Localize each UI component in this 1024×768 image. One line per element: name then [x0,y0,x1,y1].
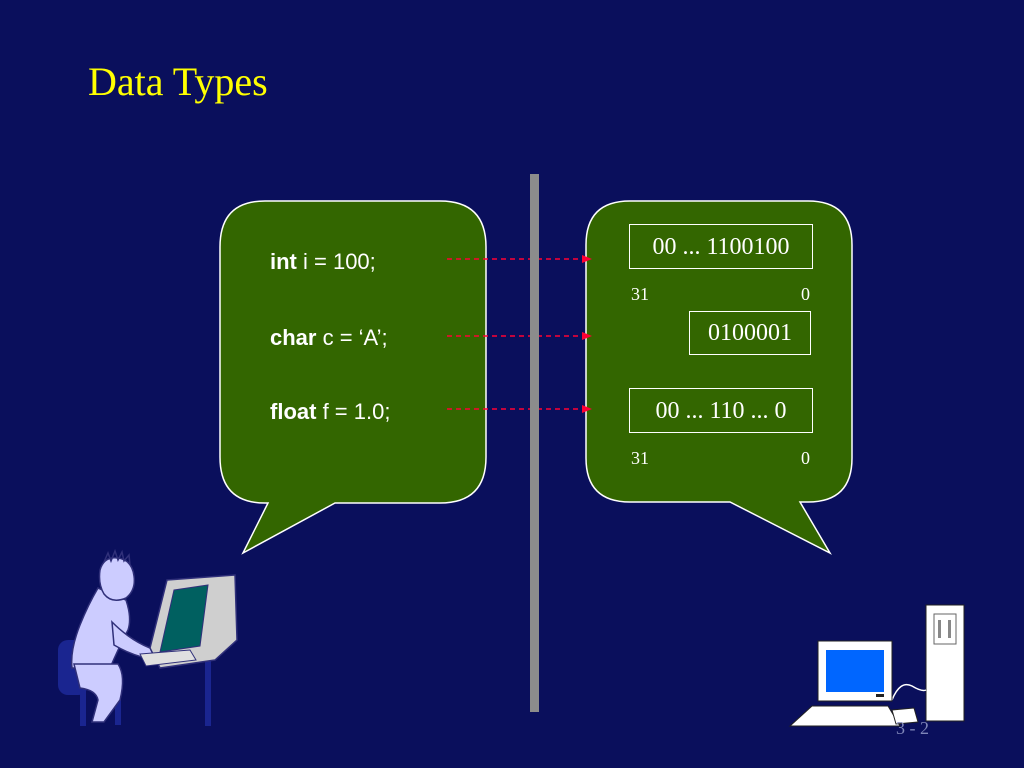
float-low-bit-label: 0 [801,448,810,468]
declaration-char-rest: c = ‘A’; [316,325,388,350]
right-speech-bubble [585,200,853,555]
arrow-char [447,332,592,340]
declaration-int: int i = 100; [270,251,376,273]
char-bits-box: 0100001 [689,311,811,355]
arrow-float [447,405,592,413]
declaration-float-rest: f = 1.0; [316,399,391,424]
declaration-float: float f = 1.0; [270,401,390,423]
int-low-bit-label: 0 [801,284,810,304]
keyword-char: char [270,325,317,350]
declaration-int-rest: i = 100; [296,249,376,274]
float-high-bit-label: 31 [631,448,649,468]
keyword-int: int [270,249,297,274]
slide-title: Data Types [88,59,268,104]
int-bits-box: 00 ... 1100100 [629,224,813,269]
float-bits-box: 00 ... 110 ... 0 [629,388,813,433]
declaration-char: char c = ‘A’; [270,327,388,349]
page-number: 3 - 2 [896,718,929,738]
int-high-bit-label: 31 [631,284,649,304]
left-speech-bubble [219,200,487,555]
person-at-computer-icon [58,548,238,726]
vertical-divider [530,174,539,712]
desktop-computer-icon [788,604,965,727]
arrow-int [447,255,592,263]
keyword-float: float [270,399,317,424]
